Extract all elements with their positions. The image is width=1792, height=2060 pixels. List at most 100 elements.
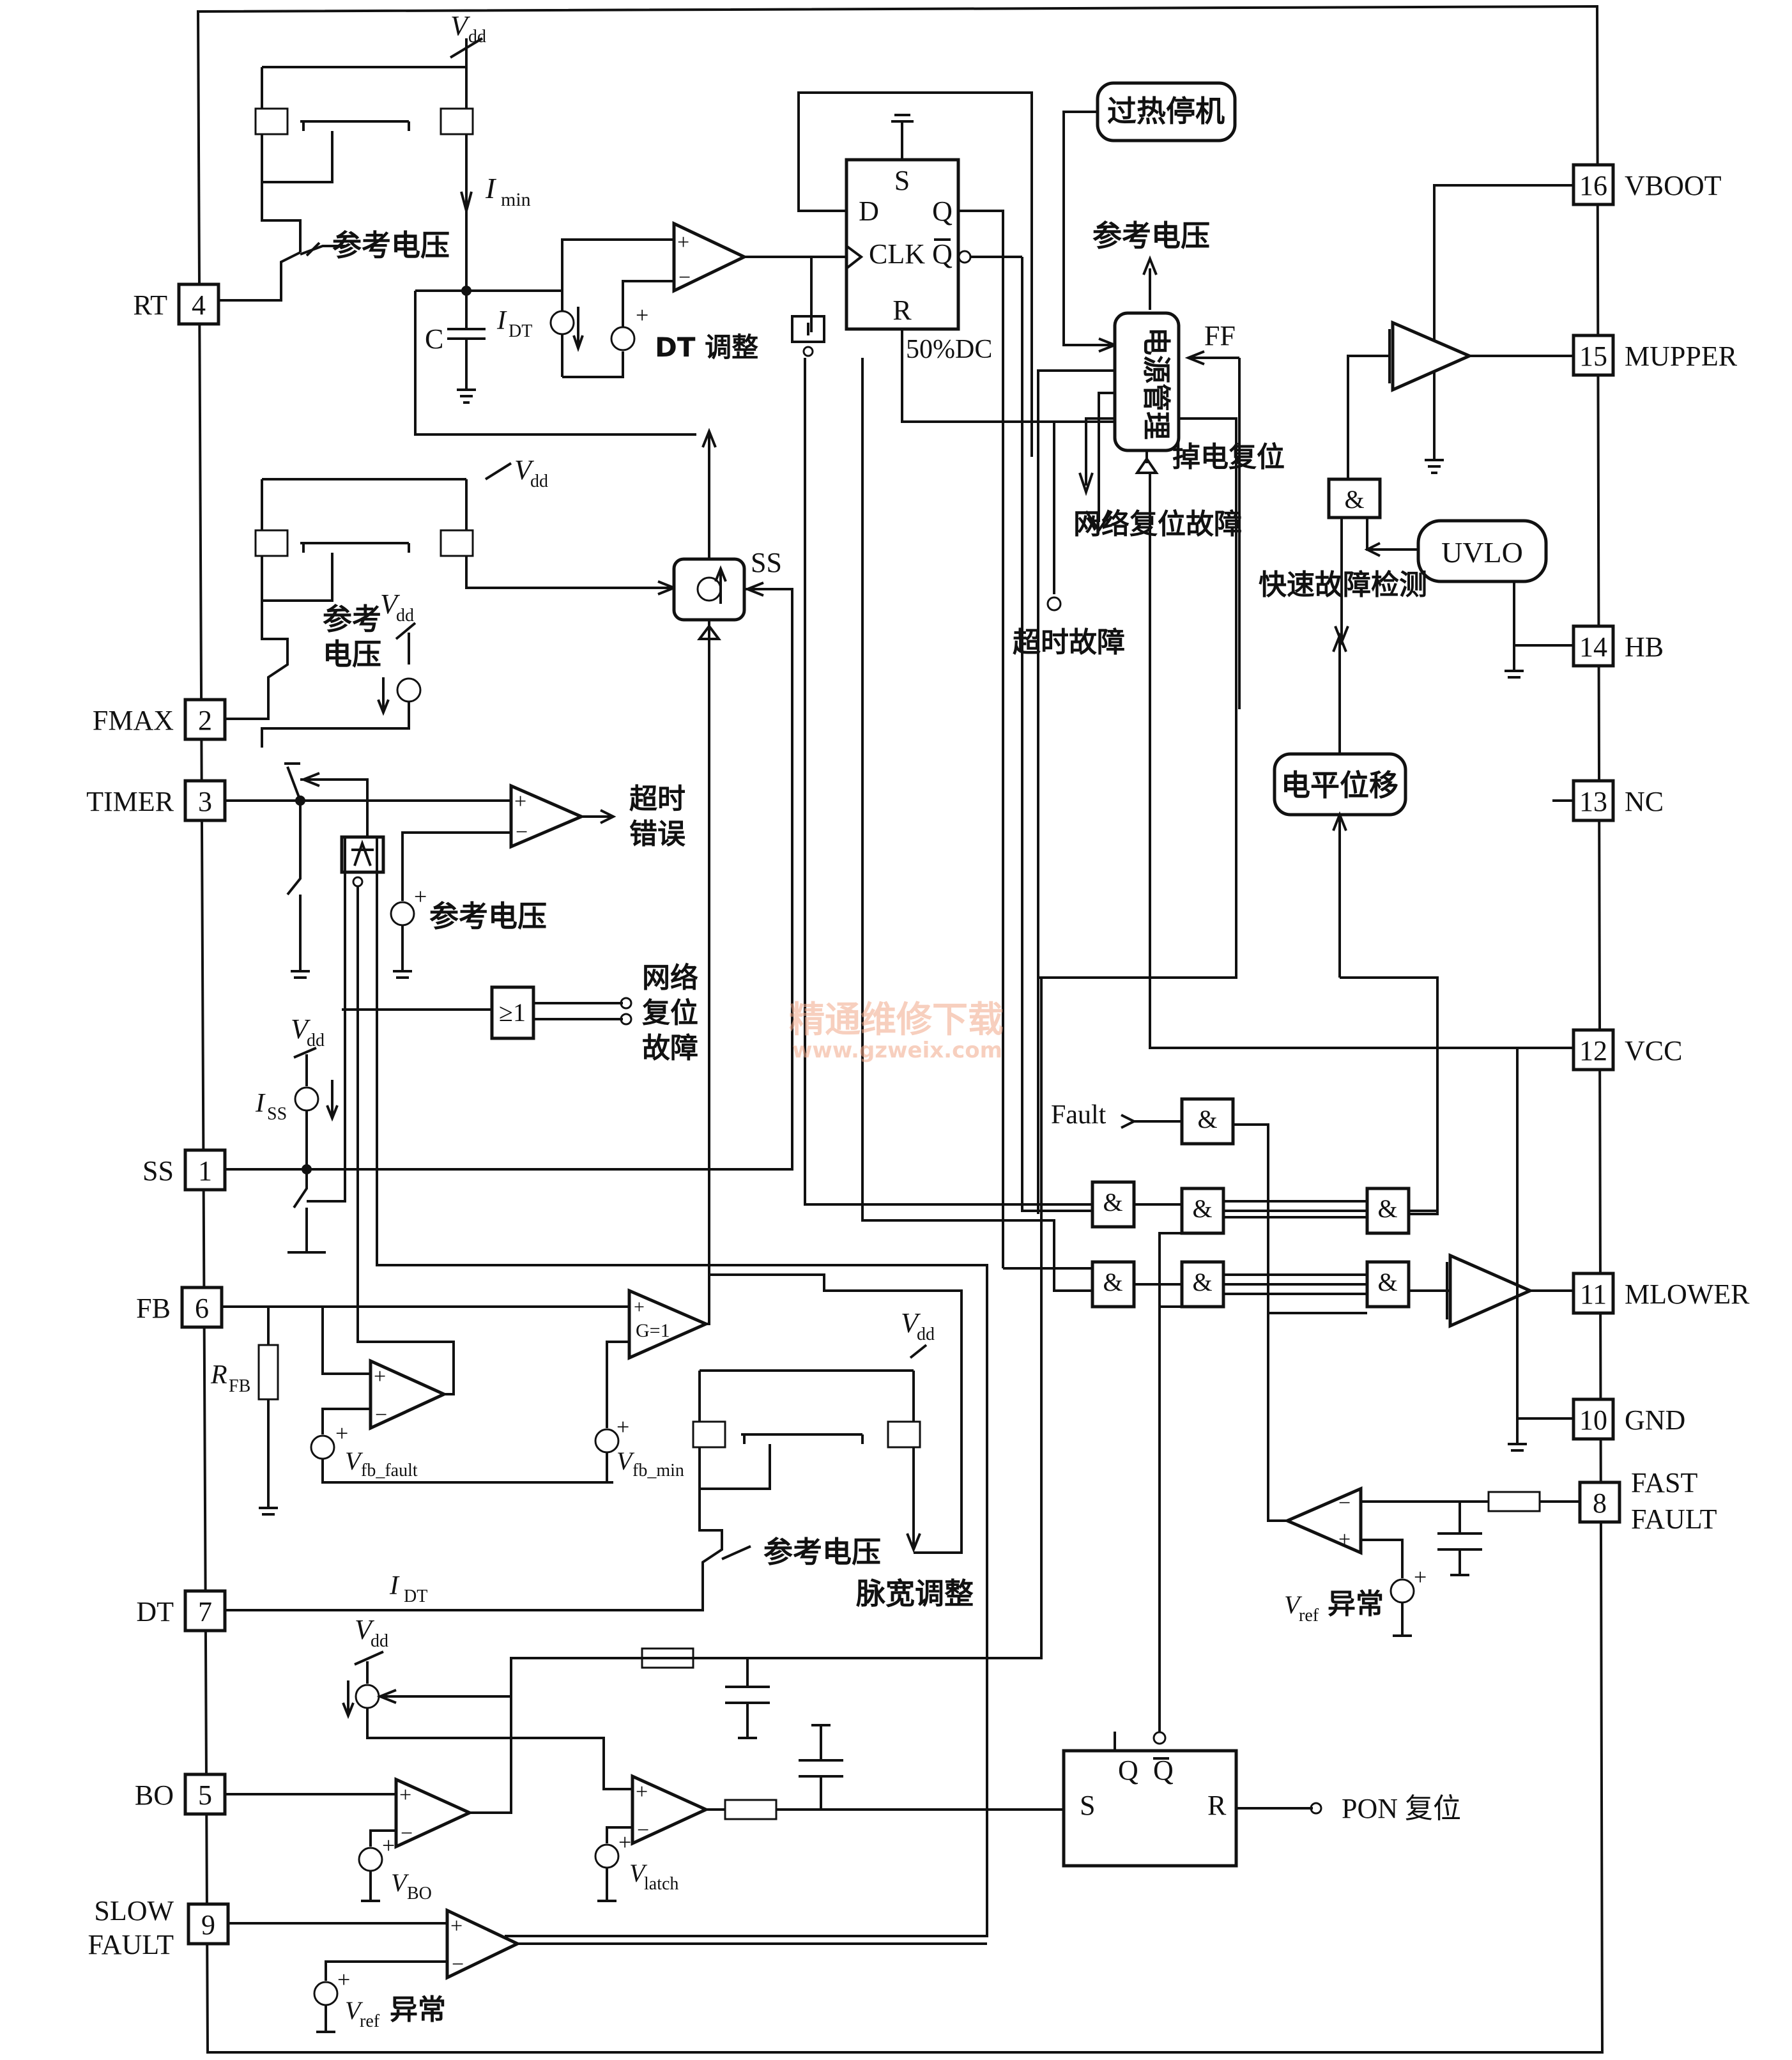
iss-sub: SS — [267, 1104, 287, 1124]
latch-cmp-plus: + — [636, 1780, 648, 1804]
ss-pin-network: V dd I SS — [255, 837, 346, 1254]
pin-dt: 7 DT — [136, 1589, 227, 1633]
idt2-label: I — [389, 1571, 400, 1601]
dff-s: S — [894, 165, 910, 196]
rt-ref-voltage-label: 参考电压 — [332, 228, 450, 263]
vdd-sub-1: dd — [468, 27, 486, 47]
sr-r: R — [1207, 1790, 1227, 1821]
overheat-label: 过热停机 — [1107, 94, 1225, 128]
fast-vref-plus: + — [1414, 1564, 1427, 1590]
latch-cmp-minus: − — [637, 1818, 649, 1842]
fmax-ref-label-1: 参考 — [323, 602, 381, 636]
pin-slow-num: 9 — [201, 1909, 215, 1941]
vfb-fault-plus: + — [335, 1420, 348, 1446]
slow-vref-sub: ref — [360, 2011, 380, 2031]
upper-and-gate-label: & — [1344, 485, 1364, 514]
pulse-width-mirror: V dd 参考电压 脉宽调整 I DT — [225, 1273, 974, 1611]
gate-array: Fault & & & & & & & — [804, 257, 1574, 1452]
sr-q: Q — [1118, 1755, 1138, 1786]
pin-vcc-num: 12 — [1579, 1035, 1607, 1066]
pin-timer-name: TIMER — [86, 786, 174, 817]
fault-label: Fault — [1051, 1100, 1107, 1130]
pin-vboot-name: VBOOT — [1625, 170, 1722, 201]
vlatch-sub: latch — [644, 1874, 678, 1894]
pin-timer-num: 3 — [198, 786, 212, 817]
pin-vcc-name: VCC — [1625, 1035, 1682, 1066]
vlatch-label: V — [629, 1859, 648, 1887]
vdd-label-5: V — [901, 1307, 921, 1339]
pin-fb: 6 FB — [136, 1286, 224, 1329]
vdd-label-6: V — [355, 1614, 375, 1645]
slow-vref-label: V — [345, 1996, 364, 2025]
idt-label: I — [496, 306, 507, 335]
pin-fmax: 2 FMAX — [93, 698, 227, 741]
c-label: C — [425, 323, 443, 355]
rfb-label: R — [210, 1360, 227, 1390]
pin-hb-name: HB — [1625, 631, 1664, 663]
power-management-block: 过热停机 参考电压 电源管理 FF 网络复位故障 超时故障 掉电复位 — [1013, 81, 1574, 1211]
ss-label: SS — [751, 547, 782, 578]
fb-fault-cmp-plus: + — [374, 1365, 386, 1388]
vdd-label-4: V — [291, 1013, 311, 1045]
slow-cmp-plus: + — [450, 1914, 463, 1938]
fast-vref-sub: ref — [1299, 1606, 1319, 1626]
fmax-mirror-and-ss: V dd 参考 电压 V dd SS — [225, 427, 793, 1272]
vdd-label-1: V — [450, 10, 471, 42]
pin-fmax-name: FMAX — [93, 705, 174, 736]
dff-clk: CLK — [869, 238, 925, 270]
timer-cmp-minus: − — [516, 820, 528, 844]
pin-bo-num: 5 — [198, 1779, 212, 1811]
slow-fault-section: + − + V ref 异常 — [228, 1908, 987, 2033]
pin-gnd-name: GND — [1625, 1404, 1685, 1436]
pin-mupper: 15 MUPPER — [1572, 334, 1738, 377]
ref-voltage-out-label: 参考电压 — [1092, 219, 1210, 253]
pin-ss: 1 SS — [142, 1148, 227, 1192]
dff-qbar: Q — [932, 238, 953, 270]
sr-latch: S Q Q R PON 复位 — [1062, 1232, 1461, 1868]
vdd-sub-6: dd — [371, 1631, 388, 1651]
cmp1-plus: + — [677, 231, 689, 254]
pin-fb-name: FB — [136, 1293, 171, 1324]
pin-dt-num: 7 — [198, 1596, 212, 1627]
pin-mlower: 11 MLOWER — [1572, 1272, 1750, 1315]
fmax-ref-label-2: 电压 — [323, 637, 381, 672]
pin-slow-fault: 9 SLOW FAULT — [88, 1895, 230, 1960]
vfb-fault-label: V — [345, 1447, 364, 1475]
watermark-url: www.gzweix.com — [792, 1038, 1002, 1063]
pin-fmax-num: 2 — [198, 705, 212, 736]
power-mgmt-label: 电源管理 — [1140, 327, 1172, 440]
and-gate-2: & — [1103, 1268, 1122, 1296]
dt-plus: + — [636, 302, 648, 328]
vdd-sub-3: dd — [396, 606, 414, 626]
vdd-label-2: V — [514, 454, 535, 486]
pin-mlower-num: 11 — [1580, 1279, 1607, 1310]
bo-section: V dd + − + V BO + − + V latch — [225, 978, 1064, 1903]
imin-label: I — [485, 172, 497, 204]
pin-rt-name: RT — [133, 289, 167, 321]
rfb-sub: FB — [229, 1376, 250, 1396]
timing-capacitor-section: C I DT + DT 调整 + − — [414, 221, 850, 436]
fast-cmp-plus: + — [1338, 1528, 1351, 1551]
pin-gnd: 10 GND — [1572, 1397, 1685, 1441]
timer-section: + − 超时 错误 + 参考电压 ≥1 网络 复位 故障 — [225, 762, 988, 1937]
pin-timer: 3 TIMER — [86, 779, 227, 822]
timer-ref-voltage-label: 参考电压 — [429, 899, 547, 934]
fast-vref-label: V — [1284, 1590, 1303, 1619]
pw-adjust-label: 脉宽调整 — [856, 1576, 974, 1611]
level-shift-label: 电平位移 — [1281, 768, 1398, 803]
slow-vref-plus: + — [337, 1967, 350, 1992]
cmp1-minus: − — [678, 266, 691, 289]
pin-fb-num: 6 — [195, 1293, 209, 1324]
uvlo-label: UVLO — [1441, 536, 1523, 569]
iss-label: I — [255, 1089, 266, 1118]
ff-label: FF — [1204, 320, 1236, 351]
pin-bo: 5 BO — [135, 1772, 227, 1816]
dc50-label: 50%DC — [906, 335, 992, 364]
vfb-min-plus: + — [616, 1414, 629, 1440]
fast-abnormal-label: 异常 — [1328, 1588, 1384, 1620]
rt-current-mirror: I min V dd 参考电压 — [218, 10, 531, 302]
net-reset-fault-label: 网络复位故障 — [1073, 508, 1242, 541]
pin-rt-num: 4 — [192, 289, 206, 321]
vfb-min-sub: fb_min — [632, 1461, 684, 1480]
dff-q: Q — [932, 196, 953, 227]
